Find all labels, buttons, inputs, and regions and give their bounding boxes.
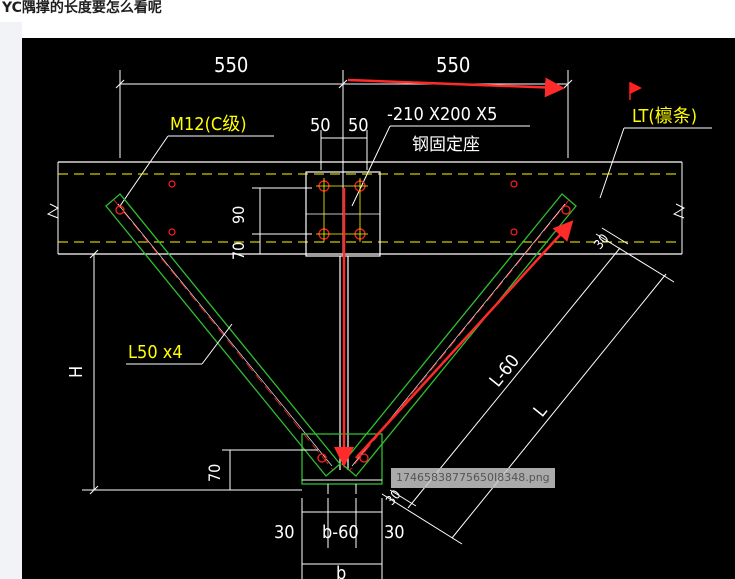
plate-vertical-dim: [252, 187, 312, 254]
dim-bottom-left: 30: [274, 522, 295, 543]
bolt-leader: [119, 135, 169, 207]
diagonal-dimensions: [381, 227, 675, 545]
dim-diag-top-small: 30: [591, 232, 612, 253]
purlin-leader: [599, 127, 625, 199]
dim-diag-bottom-small: 30: [383, 488, 404, 509]
page-title: YC隅撑的长度要怎么看呢: [2, 0, 162, 16]
dim-bottom-total: b: [336, 563, 346, 579]
dim-height: H: [66, 366, 87, 378]
dim-bottom-offset: 70: [205, 464, 224, 482]
bottom-gusset: [301, 433, 383, 494]
dim-gap-left: 50: [310, 115, 331, 136]
red-annotations: [334, 77, 574, 467]
left-rail: [0, 22, 22, 579]
top-dimension: [115, 70, 573, 188]
dim-top-left: 550: [214, 53, 248, 77]
angle-label: L50 x4: [128, 342, 183, 363]
angle-leader: [201, 323, 233, 365]
dim-bottom-right: 30: [384, 522, 405, 543]
dim-top-right: 550: [436, 53, 470, 77]
flag-icon: [629, 82, 642, 100]
image-filename-badge: 17465838775650I8348.png: [391, 468, 555, 488]
plate-label: -210 X200 X5: [387, 104, 497, 125]
drawing-canvas: 550 550 50 50 -210 X200 X5 钢固定座 M12(C级) …: [46, 53, 712, 579]
bolt-label: M12(C级): [170, 114, 247, 135]
plate-leader: [351, 125, 391, 207]
dim-gap-right: 50: [348, 115, 369, 136]
height-dimension: [82, 249, 302, 495]
bottom-dimensions: [301, 498, 383, 579]
purlin-label: LT(檩条): [632, 106, 697, 127]
gap-dimension: [320, 130, 368, 170]
dim-bottom-mid: b-60: [322, 522, 359, 543]
bottom-offset-dim: [222, 449, 318, 490]
dim-vertical-lower: 70: [229, 242, 248, 260]
purlin-beam: [46, 161, 686, 255]
cad-drawing: 550 550 50 50 -210 X200 X5 钢固定座 M12(C级) …: [22, 38, 735, 579]
dim-diag-outer: L: [530, 401, 552, 421]
plate-note: 钢固定座: [412, 135, 480, 155]
dim-vertical-upper: 90: [229, 206, 248, 224]
dim-diag-inner: L-60: [486, 351, 524, 392]
